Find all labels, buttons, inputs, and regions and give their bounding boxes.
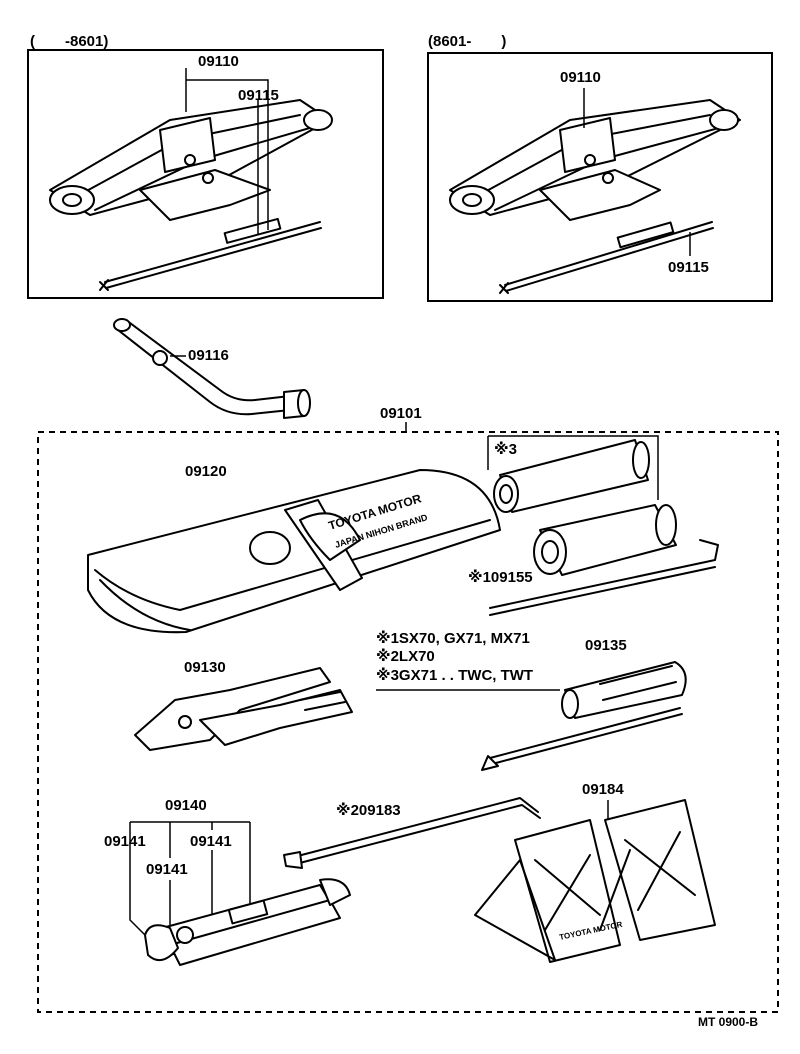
pliers xyxy=(134,667,353,751)
note-3: ※3GX71 . . TWC, TWT xyxy=(376,666,533,684)
note-1: ※1SX70, GX71, MX71 xyxy=(376,629,530,647)
applicability-notes: ※1SX70, GX71, MX71 ※2LX70 ※3GX71 . . TWC… xyxy=(376,629,560,691)
label-screwdriver: 09135 xyxy=(585,637,627,654)
leader-09110-left xyxy=(185,68,269,230)
label-jack-right: 09110 xyxy=(560,69,601,86)
label-tire-lever: ※209183 xyxy=(336,801,401,819)
plug-wrench xyxy=(489,504,719,616)
jack-handle-left xyxy=(99,217,322,291)
panel-left-frame xyxy=(27,49,384,299)
label-socket-marker: ※3 xyxy=(494,440,517,458)
leader-wrench-a xyxy=(129,822,151,941)
panel-right-range: (8601- ) xyxy=(428,33,506,50)
note-2: ※2LX70 xyxy=(376,647,435,665)
tool-bag: TOYOTA MOTOR JAPAN NIHON BRAND xyxy=(87,469,501,634)
jack-handle-right xyxy=(499,221,714,294)
label-wrench-a: 09141 xyxy=(104,833,146,850)
label-jack-left: 09110 xyxy=(198,53,239,70)
panel-right-frame xyxy=(427,52,773,302)
footer-code: MT 0900-B xyxy=(698,1015,758,1029)
label-wheel-chock: 09184 xyxy=(582,781,624,798)
label-wrench-c: 09141 xyxy=(190,833,232,850)
label-plug-wrench: ※109155 xyxy=(468,568,533,586)
label-wrench-set: 09140 xyxy=(165,797,207,814)
wheel-nut-wrench xyxy=(113,318,311,419)
label-wheel-nut-wrench: 09116 xyxy=(188,347,229,364)
label-handle-right: 09115 xyxy=(668,259,709,276)
tire-lever xyxy=(283,797,541,869)
socket-box-frame xyxy=(488,435,659,500)
wheel-chocks: TOYOTA MOTOR xyxy=(474,799,716,963)
combination-wrenches xyxy=(144,878,351,966)
label-tool-bag: 09120 xyxy=(185,463,227,480)
panel-left-range: ( -8601) xyxy=(30,33,108,50)
extension-socket xyxy=(493,439,650,513)
label-pliers: 09130 xyxy=(184,659,226,676)
label-tool-set: 09101 xyxy=(380,405,422,422)
scissor-jack-right xyxy=(449,99,741,221)
label-wrench-b: 09141 xyxy=(146,861,188,878)
screwdriver xyxy=(481,661,687,771)
scissor-jack-left xyxy=(49,99,333,221)
label-handle-left: 09115 xyxy=(238,87,279,104)
